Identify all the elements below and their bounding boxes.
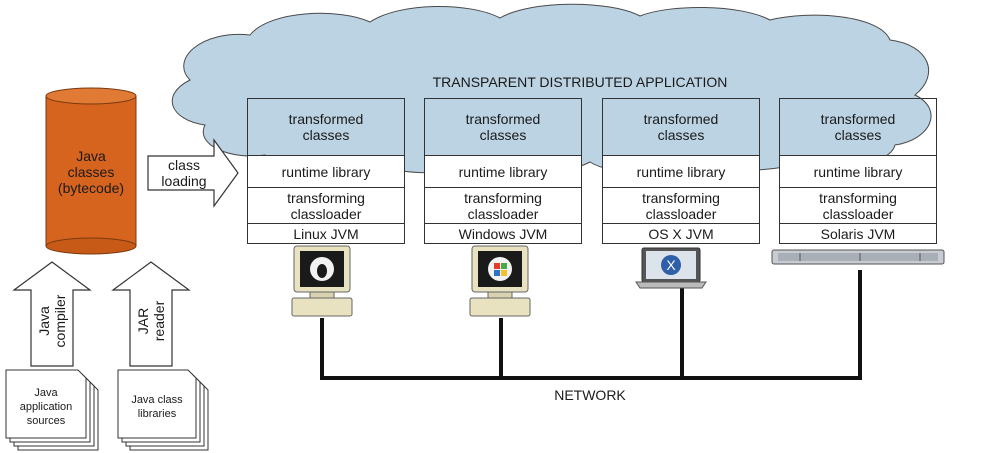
transformed-line-2: classes xyxy=(302,127,350,143)
transformed-line-1: transformed xyxy=(465,111,541,127)
svg-text:X: X xyxy=(666,257,676,273)
network-label: NETWORK xyxy=(554,387,626,403)
loader-line-2: classloader xyxy=(645,205,717,222)
transformed-line-2: classes xyxy=(657,127,705,143)
windows-desktop-icon xyxy=(469,245,531,317)
sources-line-3: sources xyxy=(26,415,66,427)
bytecode-label-line-2: classes xyxy=(67,164,115,180)
bytecode-label-line-3: (bytecode) xyxy=(57,180,125,196)
compiler-line-1: Java xyxy=(36,306,52,336)
runtime-library: runtime library xyxy=(780,155,936,187)
jar-reader-arrow xyxy=(111,261,191,367)
jvm-label: Windows JVM xyxy=(425,223,581,243)
class-loading-line-2: loading xyxy=(161,173,207,189)
jar-reader-line-1: JAR xyxy=(135,307,151,335)
loader-line-1: transforming xyxy=(464,189,542,206)
sources-label: Java application sources xyxy=(6,386,86,428)
loader-line-1: transforming xyxy=(287,189,365,206)
loader-line-2: classloader xyxy=(467,205,539,222)
loader-line-1: transforming xyxy=(642,189,720,206)
libraries-line-1: Java class xyxy=(131,394,183,406)
bytecode-label-line-1: Java xyxy=(76,148,106,164)
class-loading-arrow xyxy=(147,138,239,208)
transformed-line-1: transformed xyxy=(643,111,719,127)
transformed-line-2: classes xyxy=(479,127,527,143)
bytecode-label: Java classes (bytecode) xyxy=(46,148,136,196)
class-loading-label: class loading xyxy=(152,157,216,189)
network-lines xyxy=(320,270,862,380)
compiler-label: Java compiler xyxy=(36,279,68,363)
sources-documents xyxy=(5,369,99,451)
libraries-label: Java class libraries xyxy=(118,393,196,421)
sources-line-1: Java xyxy=(34,387,58,399)
linux-desktop-icon xyxy=(291,245,353,317)
libraries-documents xyxy=(117,369,209,451)
transformed-line-1: transformed xyxy=(820,111,896,127)
jvm-label: Linux JVM xyxy=(248,223,404,243)
bytecode-cylinder xyxy=(45,87,137,255)
rack-server-icon xyxy=(771,249,945,265)
class-loading-line-1: class xyxy=(168,157,200,173)
loader-line-2: classloader xyxy=(822,205,894,222)
transformed-line-1: transformed xyxy=(288,111,364,127)
jvm-label: Solaris JVM xyxy=(780,223,936,243)
jar-reader-label: JAR reader xyxy=(135,279,167,363)
transformed-line-2: classes xyxy=(834,127,882,143)
sources-line-2: application xyxy=(19,401,73,413)
runtime-library: runtime library xyxy=(248,155,404,187)
mac-laptop-icon: X xyxy=(635,247,707,289)
compiler-arrow xyxy=(12,261,92,367)
jvm-label: OS X JVM xyxy=(603,223,759,243)
runtime-library: runtime library xyxy=(425,155,581,187)
jar-reader-line-2: reader xyxy=(151,300,167,342)
cloud-title: TRANSPARENT DISTRIBUTED APPLICATION xyxy=(432,74,728,90)
compiler-line-2: compiler xyxy=(52,294,68,348)
loader-line-2: classloader xyxy=(290,205,362,222)
libraries-line-2: libraries xyxy=(137,408,177,420)
runtime-library: runtime library xyxy=(603,155,759,187)
loader-line-1: transforming xyxy=(819,189,897,206)
